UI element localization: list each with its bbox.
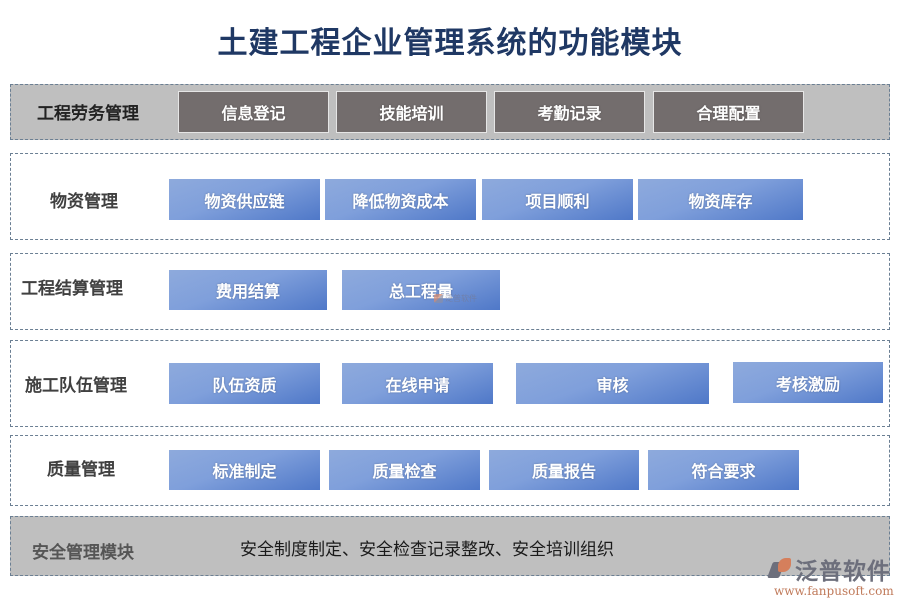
- module-label: 施工队伍管理: [25, 376, 127, 396]
- feature-chip: 物资库存: [638, 179, 803, 220]
- brand-logo-icon: [767, 558, 792, 580]
- feature-chip: 技能培训: [336, 91, 487, 133]
- module-row-quality: 质量管理 标准制定 质量检查 质量报告 符合要求: [10, 435, 890, 506]
- module-row-safety: 安全管理模块 安全制度制定、安全检查记录整改、安全培训组织: [10, 516, 890, 576]
- module-label: 工程结算管理: [21, 279, 123, 299]
- module-label: 质量管理: [47, 460, 115, 480]
- feature-chip: 质量报告: [489, 450, 639, 490]
- feature-chip: 队伍资质: [169, 363, 320, 404]
- feature-chip: 考勤记录: [494, 91, 645, 133]
- feature-chip: 项目顺利: [482, 179, 633, 220]
- feature-chip: 总工程量: [342, 270, 500, 310]
- feature-chip: 审核: [516, 363, 709, 404]
- feature-chip: 质量检查: [329, 450, 480, 490]
- module-row-settlement: 工程结算管理 费用结算 总工程量: [10, 253, 890, 330]
- brand-logo-icon: [434, 294, 443, 303]
- module-label: 安全管理模块: [32, 543, 134, 563]
- feature-chip: 符合要求: [648, 450, 799, 490]
- feature-chip: 费用结算: [169, 270, 327, 310]
- module-label: 工程劳务管理: [37, 104, 139, 124]
- feature-chip: 考核激励: [733, 362, 883, 403]
- module-row-teams: 施工队伍管理 队伍资质 在线申请 审核 考核激励: [10, 340, 890, 427]
- page-title: 土建工程企业管理系统的功能模块: [217, 26, 683, 61]
- feature-chip: 降低物资成本: [325, 179, 476, 220]
- feature-chip: 合理配置: [653, 91, 804, 133]
- watermark-mini: 泛普软件: [434, 293, 477, 304]
- brand-watermark: 泛普软件 www.fanpusoft.com: [767, 552, 895, 598]
- feature-chip: 物资供应链: [169, 179, 320, 220]
- module-row-materials: 物资管理 物资供应链 降低物资成本 项目顺利 物资库存: [10, 153, 890, 240]
- feature-chip: 标准制定: [169, 450, 320, 490]
- brand-url: www.fanpusoft.com: [774, 584, 894, 598]
- module-label: 物资管理: [50, 192, 118, 212]
- feature-chip: 在线申请: [342, 363, 493, 404]
- module-description: 安全制度制定、安全检查记录整改、安全培训组织: [240, 540, 614, 560]
- brand-name: 泛普软件: [795, 559, 891, 585]
- module-row-labor: 工程劳务管理 信息登记 技能培训 考勤记录 合理配置: [10, 84, 890, 140]
- feature-chip: 信息登记: [178, 91, 329, 133]
